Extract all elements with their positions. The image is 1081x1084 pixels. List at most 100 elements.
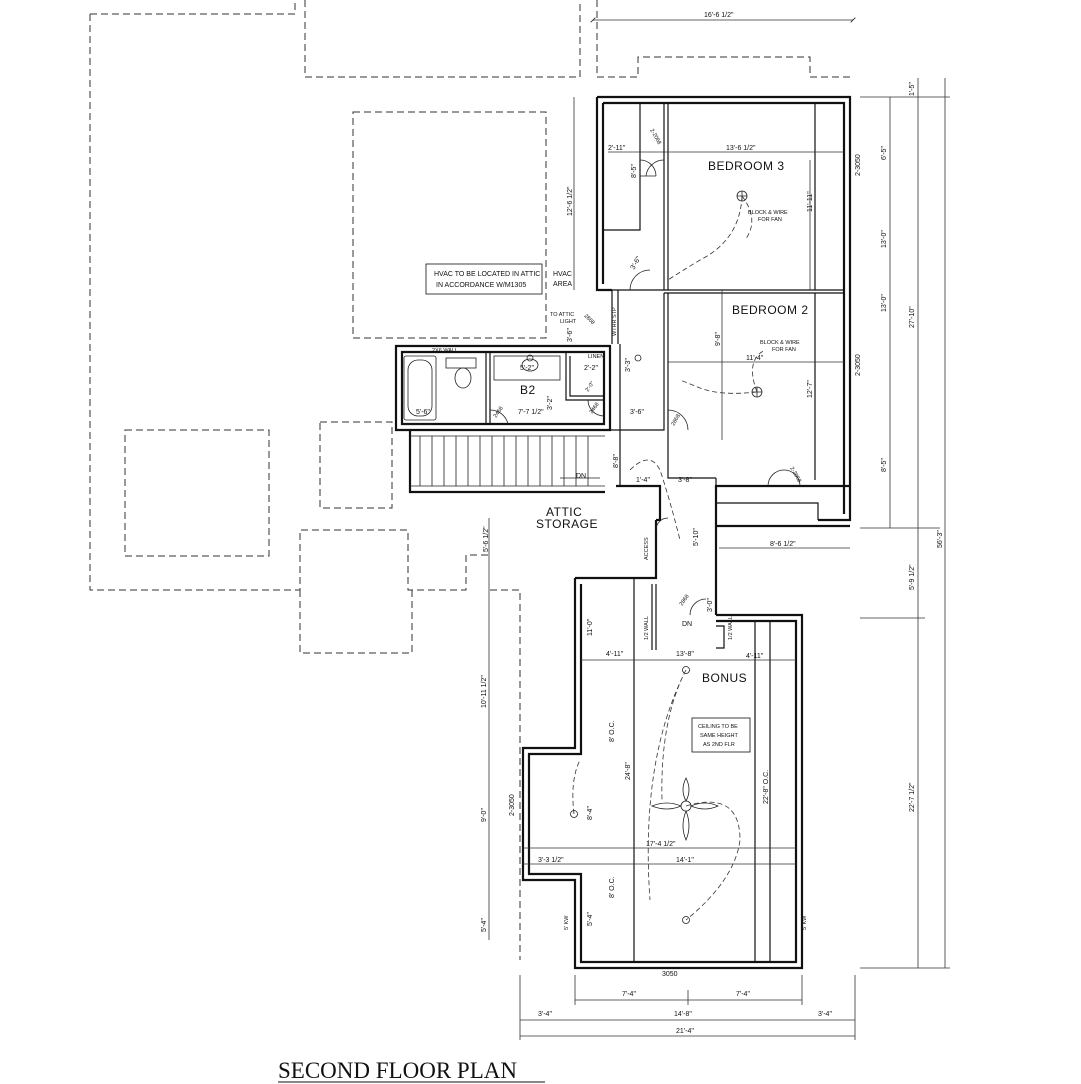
dim-right-b3: 6'-5" xyxy=(881,146,888,160)
dim-left-1011: 10'-11 1/2" xyxy=(481,675,488,708)
exterior-walls xyxy=(394,95,852,970)
dim-b2-width: 11'-4" xyxy=(746,355,764,362)
dim-left-90: 9'-0" xyxy=(481,808,488,822)
hvac-note-2: IN ACCORDANCE W/M1305 xyxy=(436,282,526,289)
dim-bath-32: 3'-2" xyxy=(547,396,554,410)
dim-bath-door: 2468 xyxy=(493,406,505,419)
dim-top-overall: 16'-6 1/2" xyxy=(704,12,734,19)
dimension-lines xyxy=(488,20,950,1040)
dim-bonus-138: 13'-8" xyxy=(676,651,694,658)
dim-hall-1: 5'-2" xyxy=(520,365,534,372)
hvac-note-1: HVAC TO BE LOCATED IN ATTIC xyxy=(434,271,540,278)
stairs-down-2: DN xyxy=(682,621,692,628)
ceiling-note-1: CEILING TO BE xyxy=(698,724,738,730)
dim-linen-d: 2'-0" xyxy=(585,381,596,393)
bath-label: B2 xyxy=(520,383,536,397)
dim-b3-width: 13'-6 1/2" xyxy=(726,145,756,152)
dim-bath-door2: 2468 xyxy=(589,402,601,415)
dim-bot-74a: 7'-4" xyxy=(622,991,636,998)
dim-access-d: 5'-10" xyxy=(693,528,700,546)
hvac-area-2: AREA xyxy=(553,281,572,288)
dim-bot-34b: 3'-4" xyxy=(818,1011,832,1018)
hvac-area-1: HVAC xyxy=(553,271,572,278)
doors xyxy=(489,159,801,616)
access-label: ACCESS xyxy=(644,537,650,560)
hvac-note-box xyxy=(425,263,543,295)
dim-bath-tub: 5'-6" xyxy=(416,409,430,416)
dim-bonus-110: 11'-0" xyxy=(587,618,594,636)
dim-attic-door: 2868 xyxy=(583,313,596,326)
dim-b2-closet: 2-2068 xyxy=(788,466,802,484)
dim-right-top: 1'-5" xyxy=(909,82,916,96)
dim-b2-depth: 12'-7" xyxy=(807,380,814,398)
stairs xyxy=(410,435,605,487)
first-floor-outline xyxy=(89,0,850,960)
dim-bonus-oc1: 8' O.C. xyxy=(609,720,616,742)
dim-attic-left: 5'-6 1/2" xyxy=(483,526,490,552)
dim-right-total: 56'-3" xyxy=(937,530,944,548)
dim-bot-win: 3050 xyxy=(662,971,678,978)
interior-walls xyxy=(485,103,844,962)
dim-bonus-411b: 4'-11" xyxy=(746,653,764,660)
to-attic-1: TO ATTIC xyxy=(550,312,574,318)
dim-b3-win: 2-3050 xyxy=(855,154,862,176)
fan-note-b2-1: BLOCK & WIRE xyxy=(760,340,800,346)
dim-hall-36c: 3'-6" xyxy=(630,409,644,416)
dim-bonus-248: 24'-8" xyxy=(625,762,632,780)
dim-hall-2: 3'-3" xyxy=(625,358,632,372)
dim-left-54: 5'-4" xyxy=(481,918,488,932)
dim-hall-36: 3'-6" xyxy=(630,255,643,271)
dim-right-b3b: 13'-0" xyxy=(881,230,888,248)
dim-bot-148: 14'-8" xyxy=(674,1011,692,1018)
dim-stairs-d: 8'-8" xyxy=(613,454,620,468)
room-labels: BEDROOM 3 BEDROOM 2 B2 ATTIC STORAGE BON… xyxy=(520,159,809,685)
dim-left-b3: 12'-6 1/2" xyxy=(567,186,574,216)
knee-wall-2: 5' KW xyxy=(802,915,808,930)
fan-note-b3-1: BLOCK & WIRE xyxy=(748,210,788,216)
dim-bonus-oc2: 22'-8" O.C. xyxy=(763,770,770,804)
dim-right-b2b: 8'-5" xyxy=(881,458,888,472)
dim-b3-closet: 2'-11" xyxy=(608,145,626,152)
dim-hall-36b: 3'-6" xyxy=(567,328,574,342)
dim-right-b2: 13'-0" xyxy=(881,294,888,312)
fixtures xyxy=(402,355,561,425)
linen-label: LINEN xyxy=(588,354,604,360)
fan-note-b3-2: FOR FAN xyxy=(758,217,782,223)
dim-right-bonus: 22'-7 1/2" xyxy=(909,782,916,812)
dim-linen-w: 2'-2" xyxy=(584,365,598,372)
dim-b2-left: 9'-8" xyxy=(715,332,722,346)
ceiling-note-3: AS 2ND FLR xyxy=(703,742,735,748)
dim-b2-door: 2868 xyxy=(671,413,682,427)
dim-bonus-141: 14'-1" xyxy=(676,857,694,864)
dim-right-total-a: 27'-10" xyxy=(909,306,916,328)
dim-b2-bath-w: 7'-7 1/2" xyxy=(518,409,544,416)
dim-bonus-84: 8'-4" xyxy=(587,806,594,820)
bedroom2-label: BEDROOM 2 xyxy=(732,303,809,317)
dim-bonus-win: 2-3050 xyxy=(509,794,516,816)
dim-hall-2b: 1'-4" xyxy=(636,477,650,484)
dim-bot-total: 21'-4" xyxy=(676,1028,694,1035)
dim-closet-86: 8'-6 1/2" xyxy=(770,541,796,548)
dim-bonus-331: 3'-3 1/2" xyxy=(538,857,564,864)
dim-hall-38: 3'-8" xyxy=(678,477,692,484)
fan-note-b2-2: FOR FAN xyxy=(772,347,796,353)
knee-wall-1: 5' KW xyxy=(564,915,570,930)
half-wall-2: 1/2 WALL xyxy=(728,616,734,640)
attic-label-1: ATTIC xyxy=(546,505,582,519)
weather-strip-label: WTHR STP xyxy=(612,307,618,336)
wall-note: 2X6 WALL xyxy=(432,348,458,354)
dim-bonus-oc3: 8' O.C. xyxy=(609,876,616,898)
dimension-text: 16'-6 1/2" 1'-5" 6'-5" 13'-0" 13'-0" 27'… xyxy=(416,12,944,1035)
bedroom3-label: BEDROOM 3 xyxy=(708,159,785,173)
notes: HVAC TO BE LOCATED IN ATTIC IN ACCORDANC… xyxy=(425,210,808,930)
dim-bonus-door: 2868 xyxy=(679,594,691,607)
ceiling-note-2: SAME HEIGHT xyxy=(700,733,739,739)
dim-bot-74b: 7'-4" xyxy=(736,991,750,998)
dim-b3-depth: 11'-11" xyxy=(807,191,814,212)
dim-bonus-54: 5'-4" xyxy=(587,912,594,926)
stairs-down-1: DN xyxy=(576,473,586,480)
dim-bot-34a: 3'-4" xyxy=(538,1011,552,1018)
dim-b3-side: 8'-5" xyxy=(631,164,638,178)
half-wall-1: 1/2 WALL xyxy=(644,616,650,640)
